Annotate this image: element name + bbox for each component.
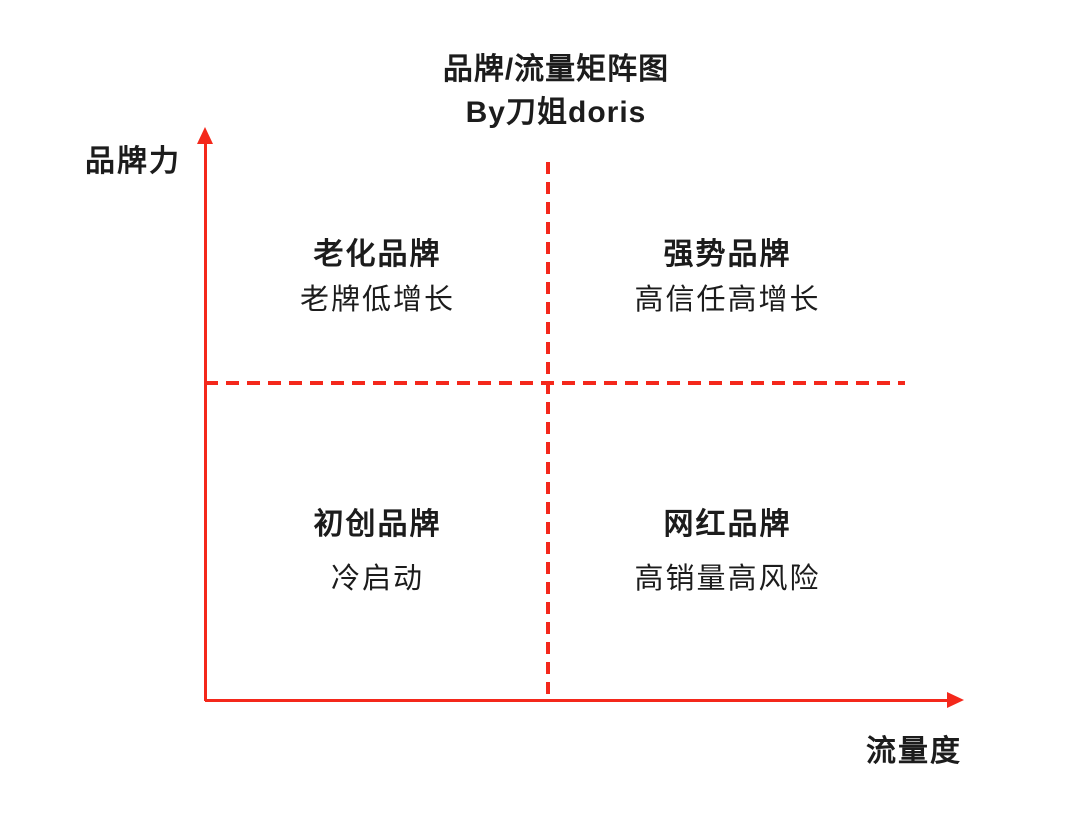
quadrant-name: 初创品牌 xyxy=(313,508,442,541)
x-axis-label: 流量度 xyxy=(866,735,962,768)
quadrant-bottom-right: 网红品牌 高销量高风险 xyxy=(550,508,905,596)
quadrant-top-left: 老化品牌 老牌低增长 xyxy=(205,238,550,317)
chart-subtitle: By刀姐doris xyxy=(465,96,647,129)
chart-title: 品牌/流量矩阵图 xyxy=(442,53,670,86)
chart-title-block: 品牌/流量矩阵图 By刀姐doris xyxy=(346,48,766,134)
quadrant-name: 老化品牌 xyxy=(313,238,442,271)
quadrant-desc: 高销量高风险 xyxy=(634,563,821,595)
y-axis-label: 品牌力 xyxy=(85,145,181,178)
y-axis-line xyxy=(204,141,207,701)
quadrant-name: 网红品牌 xyxy=(663,508,792,541)
horizontal-divider-dashed-line xyxy=(205,381,905,385)
x-axis-arrowhead-icon xyxy=(947,692,964,708)
quadrant-name: 强势品牌 xyxy=(663,238,792,271)
quadrant-desc: 老牌低增长 xyxy=(299,284,455,316)
quadrant-desc: 高信任高增长 xyxy=(634,284,821,316)
quadrant-bottom-left: 初创品牌 冷启动 xyxy=(205,508,550,596)
quadrant-top-right: 强势品牌 高信任高增长 xyxy=(550,238,905,317)
x-axis-line xyxy=(205,699,949,702)
y-axis-arrowhead-icon xyxy=(197,127,213,144)
vertical-divider-dashed-line xyxy=(546,162,550,700)
quadrant-desc: 冷启动 xyxy=(330,563,424,595)
